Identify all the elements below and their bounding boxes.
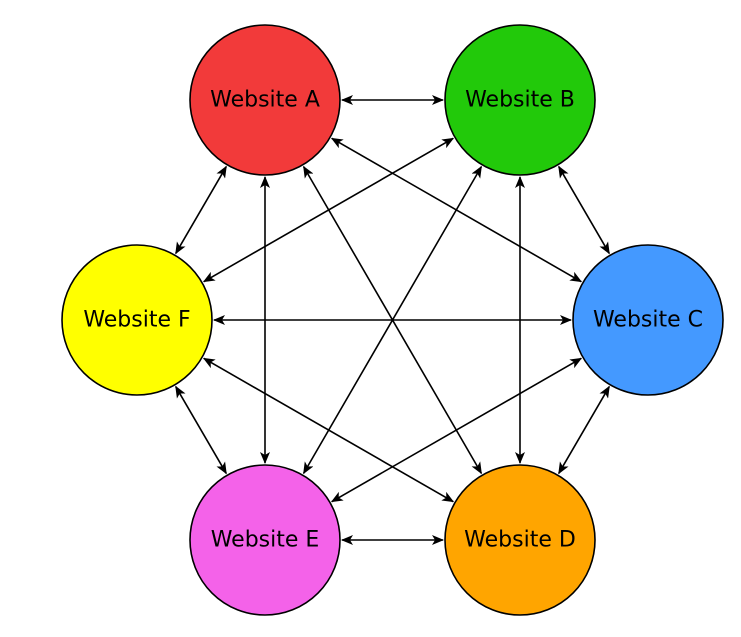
node-website-f: Website F	[61, 244, 213, 396]
node-label-a: Website A	[210, 88, 320, 113]
node-circle-b	[444, 24, 596, 176]
edge-e-f	[175, 385, 227, 475]
node-circle-e	[189, 464, 341, 616]
node-label-b: Website B	[465, 88, 575, 113]
edge-a-f	[175, 165, 227, 255]
node-website-c: Website C	[572, 244, 724, 396]
nodes-layer: Website A Website B Website C Website D Webs…	[61, 24, 724, 616]
edge-c-d	[558, 385, 610, 475]
node-website-b: Website B	[444, 24, 596, 176]
edges-layer	[175, 95, 610, 545]
node-label-d: Website D	[464, 528, 576, 553]
edge-b-c	[558, 165, 610, 255]
node-circle-d	[444, 464, 596, 616]
edge-b-f	[202, 137, 455, 283]
node-label-e: Website E	[211, 528, 320, 553]
node-website-d: Website D	[444, 464, 596, 616]
node-circle-f	[61, 244, 213, 396]
edge-d-f	[202, 357, 455, 503]
node-label-c: Website C	[593, 308, 703, 333]
node-circle-a	[189, 24, 341, 176]
node-website-a: Website A	[189, 24, 341, 176]
node-website-e: Website E	[189, 464, 341, 616]
node-label-f: Website F	[83, 308, 190, 333]
node-circle-c	[572, 244, 724, 396]
